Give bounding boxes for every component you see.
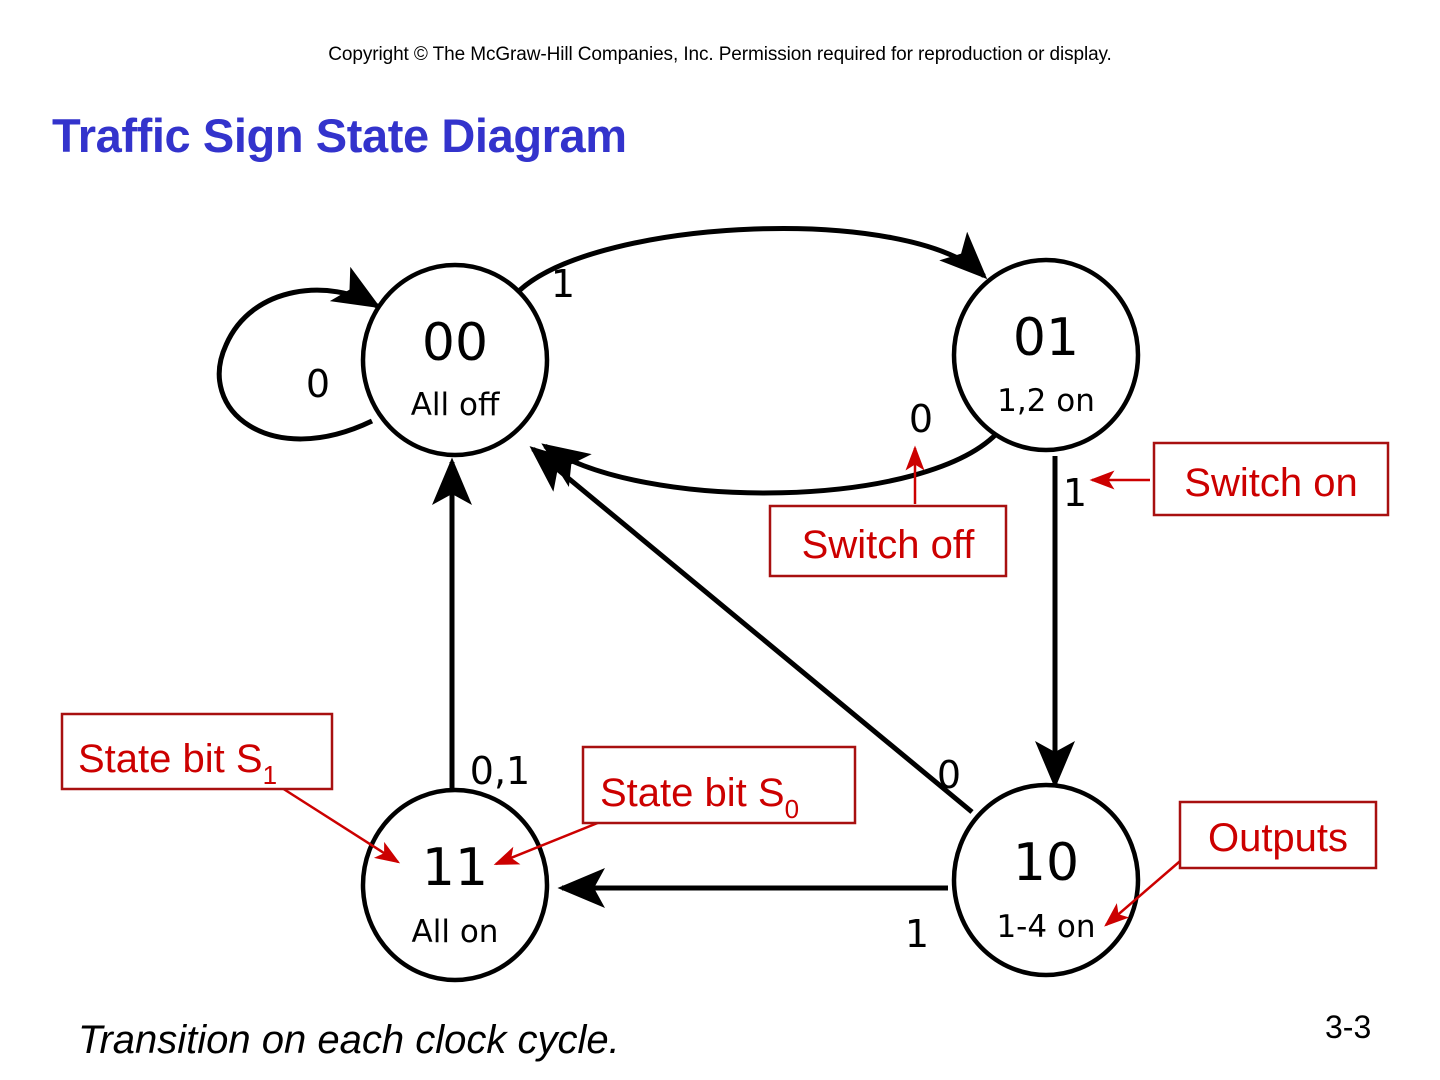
transition-01-to-00: [541, 428, 1002, 496]
state-output-01: 1,2 on: [997, 383, 1095, 419]
state-output-10: 1-4 on: [996, 909, 1095, 945]
annotation-switch-off[interactable]: Switch off: [768, 504, 1008, 578]
transition-label-10-11: 1: [905, 912, 929, 956]
state-circle-11: [360, 787, 550, 983]
switch-on-label: Switch on: [1184, 461, 1357, 505]
transition-00-to-01: [518, 226, 988, 292]
transition-label-00-01: 1: [551, 262, 575, 306]
switch-off-label: Switch off: [802, 523, 976, 567]
annotation-state-bit-s1[interactable]: State bit S1: [60, 712, 334, 791]
state-circle-00: [360, 262, 550, 458]
page-number: 3-3: [1325, 1009, 1372, 1045]
state-circle-01: [951, 257, 1141, 453]
annotation-state-bit-s0[interactable]: State bit S0: [581, 745, 857, 825]
state-bit-s0-pointer: [493, 816, 611, 866]
transition-label-10-00: 0: [937, 753, 961, 797]
state-bit-s1-pointer: [281, 786, 401, 864]
transition-label-01-10: 1: [1063, 471, 1087, 515]
state-id-01: 01: [1013, 308, 1079, 368]
state-bit-s1-label: State bit S1: [78, 737, 277, 790]
transition-10-to-00: [529, 446, 974, 814]
transition-label-01-00: 0: [909, 397, 933, 441]
transition-label-00-00: 0: [306, 362, 330, 406]
state-bit-s0-box: [581, 745, 857, 825]
state-node-01[interactable]: 01 1,2 on: [951, 257, 1141, 453]
state-id-10: 10: [1013, 833, 1079, 893]
annotation-outputs[interactable]: Outputs: [1178, 800, 1378, 870]
outputs-pointer: [1104, 855, 1187, 927]
slide-caption: Transition on each clock cycle.: [78, 1018, 620, 1062]
state-bit-s1-box: [60, 712, 334, 791]
switch-on-box: [1152, 441, 1390, 517]
transition-00-to-00: [216, 266, 381, 442]
state-node-11[interactable]: 11 All on: [360, 787, 550, 983]
copyright-notice: Copyright © The McGraw-Hill Companies, I…: [328, 44, 1112, 65]
state-node-10[interactable]: 10 1-4 on: [951, 782, 1141, 978]
state-id-11: 11: [422, 838, 488, 898]
state-output-11: All on: [412, 914, 499, 950]
transition-label-11-00: 0,1: [470, 749, 530, 793]
page-title: Traffic Sign State Diagram: [52, 109, 627, 162]
state-output-00: All off: [411, 387, 500, 423]
annotation-switch-on[interactable]: Switch on: [1152, 441, 1390, 517]
switch-off-box: [768, 504, 1008, 578]
state-circle-10: [951, 782, 1141, 978]
state-bit-s0-label: State bit S0: [600, 771, 799, 824]
state-node-00[interactable]: 00 All off: [360, 262, 550, 458]
outputs-box: [1178, 800, 1378, 870]
state-id-00: 00: [422, 313, 488, 373]
outputs-label: Outputs: [1208, 816, 1348, 860]
